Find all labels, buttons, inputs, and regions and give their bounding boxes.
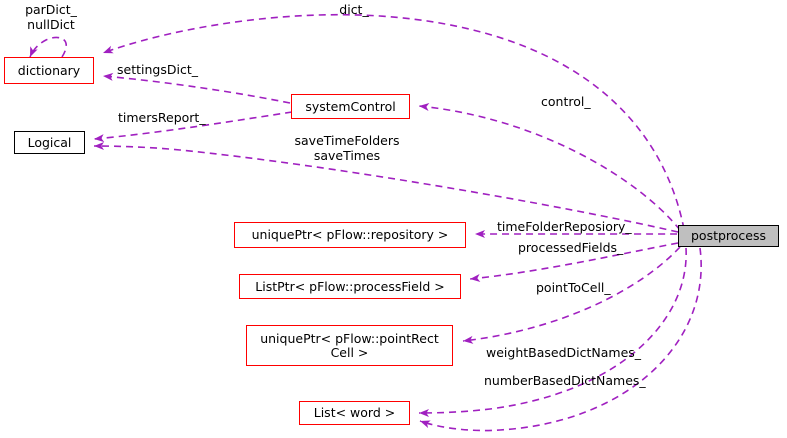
edge-label-timersreport: timersReport_ (118, 110, 206, 125)
node-uniqueptr-repository-label: uniquePtr< pFlow::repository > (251, 227, 449, 242)
edge-label-pointtocell: pointToCell_ (536, 280, 611, 295)
edge-weightbaseddictnames (418, 247, 687, 417)
edge-label-numberbaseddictnames: numberBasedDictNames_ (484, 373, 646, 388)
node-postprocess-label: postprocess (690, 228, 767, 243)
node-systemcontrol[interactable]: systemControl (291, 94, 410, 119)
edge-label-processedfields: processedFields_ (518, 240, 624, 255)
node-postprocess[interactable]: postprocess (678, 225, 779, 247)
edge-label-dict: dict_ (339, 2, 369, 17)
edge-timersreport (93, 111, 293, 143)
node-systemcontrol-label: systemControl (305, 98, 396, 114)
edge-label-weightbaseddictnames: weightBasedDictNames_ (486, 345, 642, 360)
node-listptr-processfield-label: ListPtr< pFlow::processField > (255, 278, 445, 294)
edge-label-settingsdict: settingsDict_ (117, 62, 198, 77)
edge-processedfields (469, 242, 679, 282)
node-dictionary-label: dictionary (17, 62, 81, 78)
node-logical[interactable]: Logical (14, 131, 85, 154)
node-dictionary[interactable]: dictionary (4, 57, 94, 84)
edge-label-timefolderreposiory: timeFolderReposiory_ (497, 219, 632, 234)
node-list-word-label: List< word > (313, 405, 396, 420)
node-list-word[interactable]: List< word > (299, 401, 410, 425)
edge-savetimefolders-savetimes (93, 142, 679, 233)
edge-dict (102, 13, 685, 230)
edge-settingsdict (102, 72, 291, 104)
node-uniqueptr-pointrectcell[interactable]: uniquePtr< pFlow::pointRect Cell > (246, 325, 453, 366)
node-uniqueptr-repository[interactable]: uniquePtr< pFlow::repository > (234, 222, 466, 248)
edge-control (418, 103, 681, 231)
edge-pardict-nulldict (29, 36, 68, 58)
node-logical-label: Logical (27, 134, 72, 150)
node-uniqueptr-pointrectcell-label: uniquePtr< pFlow::pointRect Cell > (260, 330, 439, 360)
edge-label-pardict-nulldict: parDict_ nullDict (25, 2, 77, 32)
edge-label-savetimefolders-savetimes: saveTimeFolders saveTimes (294, 133, 400, 163)
node-listptr-processfield[interactable]: ListPtr< pFlow::processField > (239, 274, 461, 299)
edge-pointtocell (462, 246, 681, 344)
edge-numberbaseddictnames (419, 247, 702, 432)
edge-label-control: control_ (541, 94, 591, 109)
